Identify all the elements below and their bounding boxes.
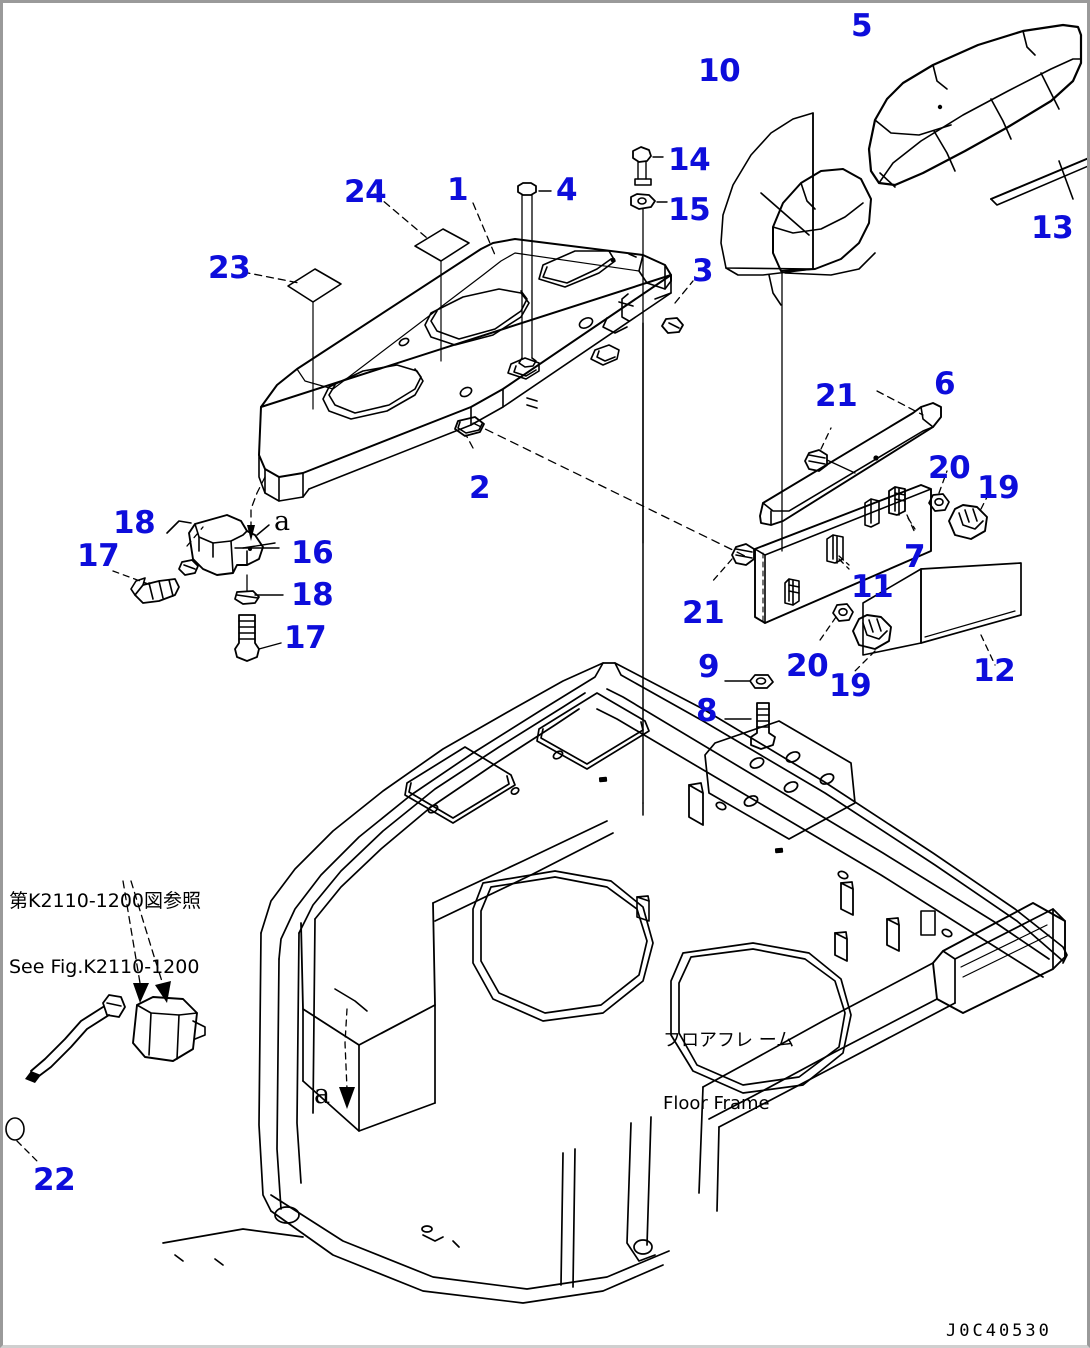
part-9-washer xyxy=(724,674,774,689)
marker-a-lower-leader xyxy=(334,988,368,1109)
see-fig-note: 第K2110-1200図参照 See Fig.K2110-1200 xyxy=(9,846,201,1022)
part-18-washer-right xyxy=(234,574,284,605)
callout-5[interactable]: 5 xyxy=(851,8,873,44)
callout-15[interactable]: 15 xyxy=(668,192,711,228)
part-15-washer xyxy=(630,193,668,544)
floor-frame-label: フロアフレ ーム Floor Frame xyxy=(663,988,794,1156)
callout-16[interactable]: 16 xyxy=(291,535,334,571)
callout-2[interactable]: 2 xyxy=(469,470,491,506)
callout-18-right[interactable]: 18 xyxy=(291,577,334,613)
part-10-pad xyxy=(720,112,814,276)
callout-20-lower[interactable]: 20 xyxy=(786,648,829,684)
part-13-rod xyxy=(990,157,1087,206)
see-fig-leaders xyxy=(122,880,171,1003)
callout-18-left[interactable]: 18 xyxy=(113,505,156,541)
part-18-washer-left xyxy=(178,526,204,576)
callout-21-lower[interactable]: 21 xyxy=(682,595,725,631)
floor-frame xyxy=(162,662,1068,1304)
callout-21-upper[interactable]: 21 xyxy=(815,378,858,414)
part-22-assembly xyxy=(5,994,206,1162)
section-marker-a-lower: a xyxy=(314,1079,331,1110)
callout-17-lower[interactable]: 17 xyxy=(284,620,327,656)
part-17-bolt-lower xyxy=(234,614,282,662)
callout-7[interactable]: 7 xyxy=(904,539,926,575)
callout-24[interactable]: 24 xyxy=(344,174,387,210)
callout-19-upper[interactable]: 19 xyxy=(977,470,1020,506)
floor-frame-label-japanese: フロアフレ ーム xyxy=(663,1030,795,1051)
callout-14[interactable]: 14 xyxy=(668,142,711,178)
callout-23[interactable]: 23 xyxy=(208,250,251,286)
callout-3[interactable]: 3 xyxy=(692,253,714,289)
part-21-nut-upper xyxy=(804,427,856,474)
part-19-nut-lower xyxy=(852,614,892,672)
part-3-fastener xyxy=(661,280,694,334)
part-21-nut-lower xyxy=(710,543,755,584)
part-5-cover xyxy=(867,23,1083,188)
part-20-washer-lower xyxy=(817,603,854,644)
callout-12[interactable]: 12 xyxy=(973,653,1016,689)
callout-20-upper[interactable]: 20 xyxy=(928,450,971,486)
callout-9[interactable]: 9 xyxy=(698,649,720,685)
callout-11[interactable]: 11 xyxy=(851,569,894,605)
part-12-plate xyxy=(862,562,1022,666)
callout-1[interactable]: 1 xyxy=(447,172,469,208)
part-14-bolt xyxy=(632,146,664,186)
callout-13[interactable]: 13 xyxy=(1031,210,1074,246)
part-2-leader xyxy=(465,434,474,449)
drawing-number: J0C40530 xyxy=(946,1321,1052,1341)
diagram-line-art xyxy=(5,23,1087,1304)
part-1-console-box xyxy=(258,238,672,502)
callout-6[interactable]: 6 xyxy=(934,366,956,402)
part-17-bolt-left xyxy=(112,570,180,604)
part-24-label xyxy=(374,193,470,362)
callout-17-left[interactable]: 17 xyxy=(77,538,120,574)
callout-10[interactable]: 10 xyxy=(698,53,741,89)
part-4-screw xyxy=(517,182,552,368)
callout-8[interactable]: 8 xyxy=(696,693,718,729)
section-marker-a-upper: a xyxy=(274,506,291,537)
part-19-nut-upper xyxy=(948,492,990,540)
part-6-rail xyxy=(759,390,942,526)
see-fig-note-english: See Fig.K2110-1200 xyxy=(9,956,200,978)
callout-4[interactable]: 4 xyxy=(556,172,578,208)
part-20-washer-upper xyxy=(928,470,950,512)
floor-frame-label-english: Floor Frame xyxy=(663,1093,770,1114)
callout-22[interactable]: 22 xyxy=(33,1162,76,1198)
part-10-lobe xyxy=(772,168,872,272)
callout-19-lower[interactable]: 19 xyxy=(829,668,872,704)
see-fig-note-japanese: 第K2110-1200図参照 xyxy=(9,890,202,912)
part-16-bracket xyxy=(166,514,270,576)
part-23-label xyxy=(242,268,342,410)
